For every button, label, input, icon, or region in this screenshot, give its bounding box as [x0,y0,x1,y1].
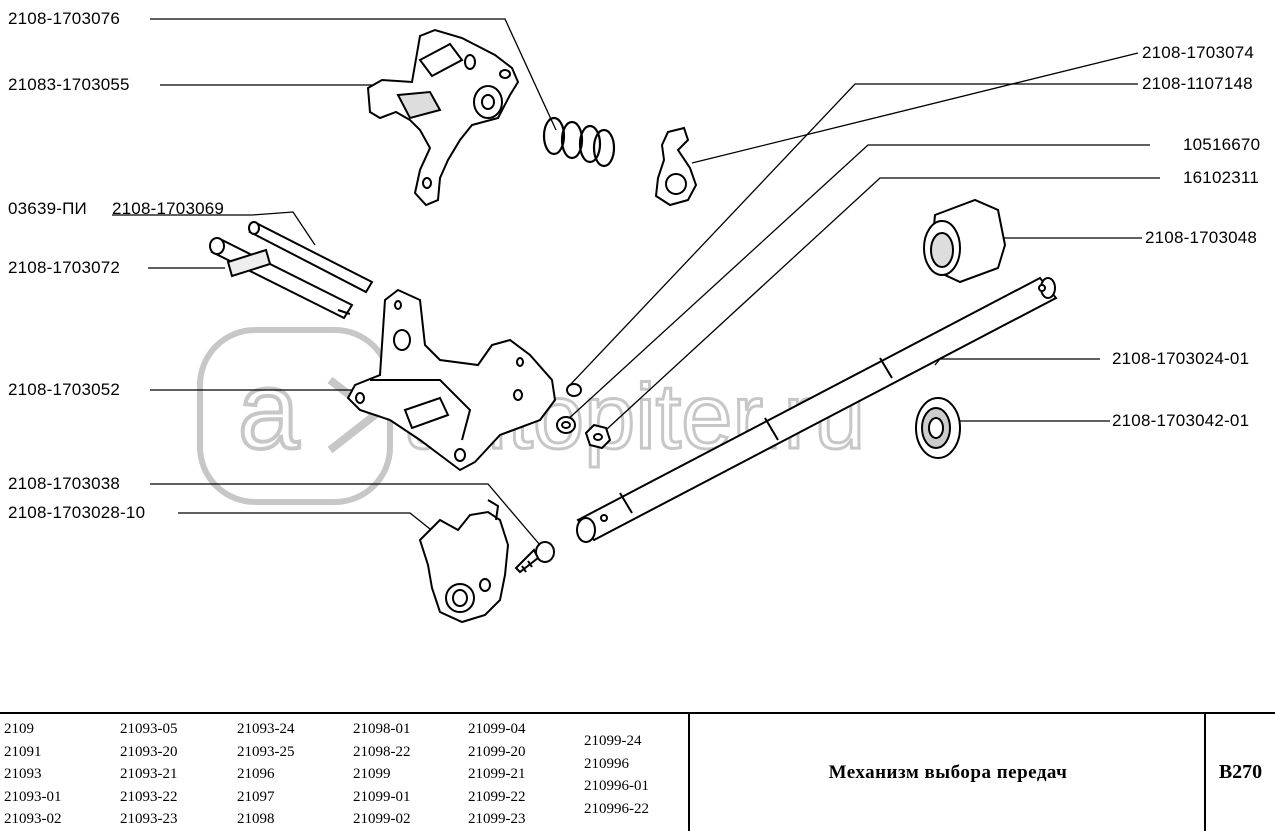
model-column-5: 21099-04 21099-20 21099-21 21099-22 2109… [468,718,526,831]
lever-part [418,499,510,624]
callout-2108-1703028-10: 2108-1703028-10 [8,503,146,522]
callout-2108-1703042-01: 2108-1703042-01 [1112,411,1250,430]
model-item: 21099-04 [468,721,526,737]
title-block: 2109 21091 21093 21093-01 21093-02 21093… [0,712,1275,831]
bushing-part [923,198,1007,284]
callout-2108-1703052: 2108-1703052 [8,380,121,399]
model-column-4: 21098-01 21098-22 21099 21099-01 21099-0… [353,718,411,831]
washer-nut-parts [556,383,612,450]
callout-2108-1703074: 2108-1703074 [1142,43,1255,62]
model-item: 21093 [4,766,42,783]
model-item: 21096 [237,766,275,783]
watermark-mark: a [238,349,300,472]
model-item: 21093-22 [120,788,178,805]
callout-2108-1703076: 2108-1703076 [8,9,121,28]
callout-2108-1703048: 2108-1703048 [1145,228,1258,247]
model-item: 21099-23 [468,811,526,828]
model-item: 21098 [237,811,275,828]
parts-diagram: a autopiter.ru [8,9,1261,624]
model-item: 21091 [4,743,42,760]
callout-2108-1703072: 2108-1703072 [8,258,121,277]
divider [688,714,690,831]
model-item: 21099-21 [468,766,526,783]
callout-2108-1703024-01: 2108-1703024-01 [1112,349,1250,368]
model-item: 21093-23 [120,811,178,828]
spring-part [542,116,616,168]
callout-2108-1703038: 2108-1703038 [8,474,121,493]
leader-lines [112,18,1160,546]
model-item: 21099 [353,766,391,783]
callout-2108-1703069: 2108-1703069 [112,199,225,218]
model-item: 21099-22 [468,788,526,805]
selector-shaft-part [576,276,1058,543]
model-item: 21098-01 [353,721,411,737]
model-item: 21093-02 [4,811,62,828]
model-item: 21099-01 [353,788,411,805]
callout-21083-1703055: 21083-1703055 [8,75,130,94]
callout-10516670: 10516670 [1183,135,1261,154]
model-column-2: 21093-05 21093-20 21093-21 21093-22 2109… [120,718,178,831]
model-column-3: 21093-24 21093-25 21096 21097 21098 [237,718,295,831]
pin-parts [209,221,374,320]
callout-2108-1107148: 2108-1107148 [1142,74,1253,93]
model-item: 21093-05 [120,721,178,737]
bracket-part [346,288,557,472]
callout-16102311: 16102311 [1183,168,1259,187]
model-item: 21093-01 [4,788,62,805]
seal-part [915,397,961,459]
page-code: B270 [1218,761,1263,783]
model-column-6: 21099-24 210996 210996-01 210996-22 [584,730,649,820]
model-item: 21093-20 [120,743,178,760]
model-item: 21099-20 [468,743,526,760]
model-item: 21093-25 [237,743,295,760]
model-item: 210996-01 [584,778,649,795]
page-title: Механизм выбора передач [828,761,1068,783]
screw-part [514,541,555,574]
model-item: 21099-24 [584,733,642,749]
model-item: 2109 [4,721,34,737]
model-list: 2109 21091 21093 21093-01 21093-02 21093… [4,718,684,830]
exploded-view-drawing: a autopiter.ru [112,18,1160,624]
model-item: 210996-22 [584,800,649,817]
model-item: 21098-22 [353,743,411,760]
model-item: 210996 [584,755,629,772]
model-item: 21097 [237,788,275,805]
selector-lever-part [366,28,520,207]
model-column-1: 2109 21091 21093 21093-01 21093-02 [4,718,62,831]
lock-plate-part [654,126,698,207]
divider [1204,714,1206,831]
model-item: 21093-21 [120,766,178,783]
model-item: 21099-02 [353,811,411,828]
callout-03639-pi: 03639-ПИ [8,199,87,218]
model-item: 21093-24 [237,721,295,737]
